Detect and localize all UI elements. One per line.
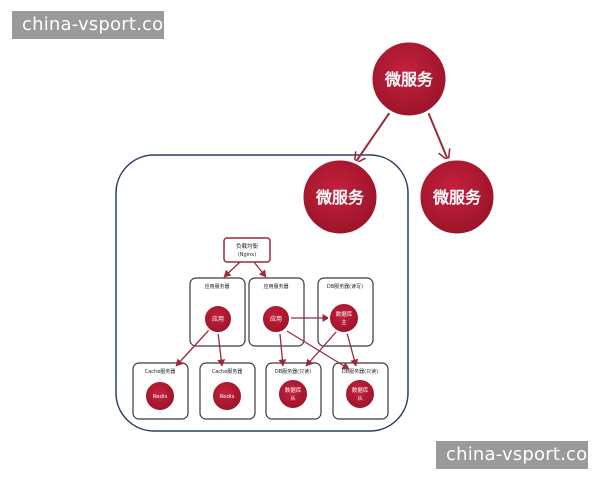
arrow-root-to-left <box>353 111 391 166</box>
db-slave-2-title: DB服务器(只读) <box>342 368 378 375</box>
arrow-dbmaster-to-dbslave2 <box>346 332 359 367</box>
db-slave-node-2-sublabel: 从 <box>357 396 363 402</box>
db-master-node: 数据库 主 <box>328 302 360 334</box>
app-node-2: 应用 <box>261 304 291 334</box>
watermark-bottom: china-vsport.com <box>436 441 600 469</box>
app-server-1-title: 应用服务器 <box>204 283 229 290</box>
arrow-dbmaster-to-dbslave1 <box>305 330 338 367</box>
redis-node-1: Redis <box>144 380 176 412</box>
arrow-app2-to-dbslave2 <box>286 330 350 370</box>
arrow-app1-to-cache2 <box>217 332 226 367</box>
redis-node-2: Redis <box>211 380 243 412</box>
outer-container <box>115 154 409 432</box>
microservice-right-label: 微服务 <box>432 188 482 207</box>
app-node-1-label: 应用 <box>212 315 224 323</box>
app-node-1: 应用 <box>203 304 233 334</box>
redis-node-1-label: Redis <box>153 394 168 400</box>
db-slave-node-2: 数据库 从 <box>344 378 376 410</box>
db-slave-node-1-sublabel: 从 <box>290 396 296 402</box>
load-balancer-box: 负载均衡 (Nginx) <box>223 237 271 263</box>
db-master-node-sublabel: 主 <box>341 318 347 326</box>
cache-server-2-title: Cache服务器 <box>212 368 243 375</box>
inner-arrows <box>175 261 359 370</box>
microservice-left-label: 微服务 <box>315 188 365 207</box>
arrow-app1-to-cache1 <box>175 329 210 367</box>
db-slave-node-1-label: 数据库 <box>285 386 302 394</box>
app-node-2-label: 应用 <box>270 315 282 323</box>
microservice-root-label: 微服务 <box>384 70 434 89</box>
load-balancer-sublabel: (Nginx) <box>238 252 256 258</box>
microservice-root-node: 微服务 <box>369 39 449 119</box>
app-server-2-title: 应用服务器 <box>263 283 288 290</box>
redis-node-2-label: Redis <box>220 394 235 400</box>
arrow-app2-to-dbslave1 <box>278 333 287 367</box>
db-slave-node-1: 数据库 从 <box>277 378 309 410</box>
microservice-right-node: 微服务 <box>417 157 497 237</box>
db-slave-node-2-label: 数据库 <box>352 386 369 394</box>
cache-server-1-title: Cache服务器 <box>145 368 176 375</box>
load-balancer-label: 负载均衡 <box>236 242 259 250</box>
db-slave-1-title: DB服务器(只读) <box>275 368 311 375</box>
microservice-left-node: 微服务 <box>300 157 380 237</box>
arrow-lb-to-app1 <box>223 261 241 278</box>
db-master-node-label: 数据库 <box>336 310 353 318</box>
db-master-title: DB服务器(读写) <box>327 283 363 290</box>
arrow-lb-to-app2 <box>253 261 267 278</box>
watermark-top: china-vsport.com <box>12 11 181 39</box>
arrow-root-to-right <box>427 111 451 163</box>
